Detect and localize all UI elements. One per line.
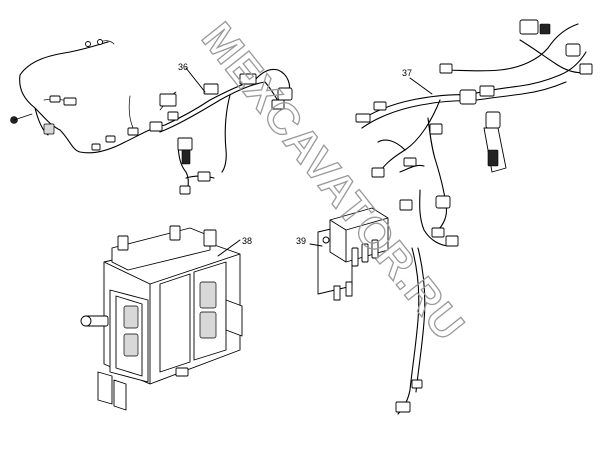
- callout-37: 37: [402, 68, 412, 78]
- relay-block-39: 39: [296, 207, 389, 301]
- control-unit-38: 38: [80, 225, 252, 411]
- callout-38: 38: [242, 236, 252, 246]
- wiring-harness-37: 37: [355, 19, 593, 415]
- wiring-harness-36: 36: [10, 39, 293, 195]
- callout-39: 39: [296, 236, 306, 246]
- callout-36: 36: [178, 62, 188, 72]
